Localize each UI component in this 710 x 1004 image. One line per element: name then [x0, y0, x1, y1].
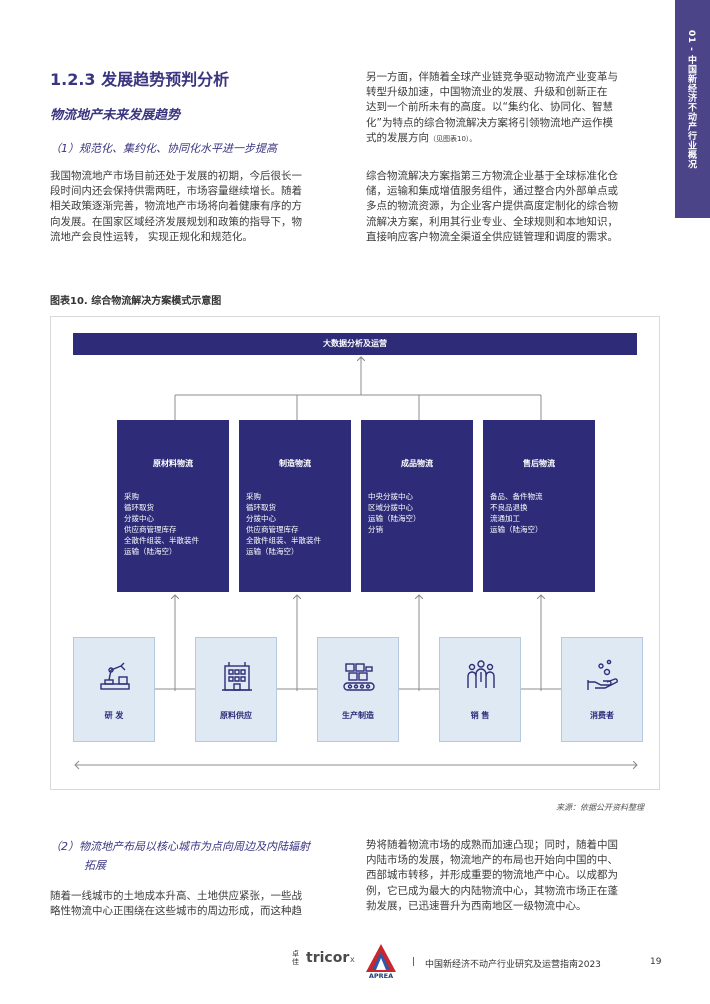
text-line: 西部城市转移，并形成重要的物流地产中心。以成都为: [366, 869, 618, 882]
aprea-logo: APREA: [360, 942, 402, 982]
text-line: 储，运输和集成增值服务组件，通过整合内外部单点或: [366, 185, 618, 198]
item1-right-paragraph-2: 综合物流解决方案指第三方物流企业基于全球标准化仓 储，运输和集成增值服务组件，通…: [366, 169, 661, 245]
list-item: 循环取货: [246, 503, 276, 512]
list-item: 分销: [368, 525, 383, 534]
page-number: 19: [650, 957, 662, 967]
list-item: 备品、备件物流: [490, 492, 543, 501]
box-items: 备品、备件物流 不良品退换 流通加工 运输（陆海空）: [490, 491, 588, 535]
box-title: 售后物流: [523, 459, 555, 468]
publication-title: 中国新经济不动产行业研究及运营指南2023: [425, 960, 601, 970]
text-line: 内陆市场的发展，物流地产的布局也开始向中国的中、: [366, 854, 618, 867]
stage-label: 原料供应: [220, 711, 252, 720]
list-item: 分拨中心: [124, 514, 154, 523]
text-line: 流解决方案，利用其行业专业、全球规则和本地知识，: [366, 215, 618, 228]
robot-arm-icon: [100, 662, 130, 690]
text-line: 向发展。在国家区域经济发展规划和政策的指导下，物: [50, 215, 302, 228]
chapter-side-tab: 01 - 中国新经济不动产行业概况: [675, 0, 710, 218]
list-item: 流通加工: [490, 514, 520, 523]
list-item: 全散件组装、半散装件: [124, 536, 199, 545]
hand-money-icon: [587, 659, 618, 690]
figure-source: 来源：依据公开资料整理: [556, 803, 644, 812]
logistics-box-raw-materials: 原材料物流 采购 循环取货 分拨中心 供应商管理库存 全散件组装、半散装件 运输…: [117, 420, 229, 592]
text-line: 流地产会良性运转， 实现正规化和规范化。: [50, 230, 253, 243]
box-title: 原材料物流: [153, 459, 193, 468]
figure-title: 图表10. 综合物流解决方案模式示意图: [50, 296, 222, 307]
stage-label: 生产制造: [342, 711, 374, 720]
list-item: 供应商管理库存: [246, 525, 299, 534]
list-item: 供应商管理库存: [124, 525, 177, 534]
aprea-wordmark: APREA: [368, 972, 394, 980]
text-line: 达到一个前所未有的高度。以“集约化、协同化、智慧: [366, 101, 613, 114]
logistics-box-finished-goods: 成品物流 中央分拨中心 区域分拨中心 运输（陆海空） 分销: [361, 420, 473, 592]
list-item: 分拨中心: [246, 514, 276, 523]
logistics-box-after-sales: 售后物流 备品、备件物流 不良品退换 流通加工 运输（陆海空）: [483, 420, 595, 592]
list-item: 运输（陆海空）: [490, 525, 543, 534]
stage-label: 消费者: [590, 711, 614, 720]
stage-label: 销 售: [470, 711, 490, 720]
logistics-solution-diagram: 大数据分析及运营 原材料物流 采购 循环取货 分拨中心 供应商管理库存 全散件组…: [50, 316, 660, 790]
text-line: 式的发展方向: [366, 131, 429, 144]
item1-right-paragraph-1: 另一方面，伴随着全球产业链竞争驱动物流产业变革与 转型升级加速，中国物流业的发展…: [366, 70, 661, 147]
text-line: 综合物流解决方案指第三方物流企业基于全球标准化仓: [366, 170, 618, 182]
big-data-bar: 大数据分析及运营: [73, 333, 637, 355]
stage-rnd: 研 发: [73, 637, 155, 742]
item1-left-paragraph: 我国物流地产市场目前还处于发展的初期，今后很长一 段时间内还会保持供需两旺，市场…: [50, 169, 347, 245]
tricor-logo: tricor: [306, 950, 350, 966]
item1-title: （1）规范化、集约化、协同化水平进一步提高: [50, 142, 277, 155]
footer-separator: |: [412, 957, 416, 967]
logo-separator-x: x: [350, 955, 355, 964]
diagram-connectors: [74, 317, 659, 770]
box-items: 采购 循环取货 分拨中心 供应商管理库存 全散件组装、半散装件 运输（陆海空）: [124, 491, 222, 557]
text-line: 勃发展，已迅速晋升为西南地区一级物流中心。: [366, 899, 587, 912]
text-line: 我国物流地产市场目前还处于发展的初期，今后很长一: [50, 170, 302, 182]
list-item: 采购: [124, 492, 139, 501]
box-title: 成品物流: [401, 459, 433, 468]
list-item: 运输（陆海空）: [246, 547, 299, 556]
list-item: 不良品退换: [490, 503, 528, 512]
list-item: 采购: [246, 492, 261, 501]
box-items: 中央分拨中心 区域分拨中心 运输（陆海空） 分销: [368, 491, 466, 535]
section-title: 1.2.3 发展趋势预判分析: [50, 70, 230, 89]
item2-title-line: （2）物流地产布局以核心城市为点向周边及内陆辐射: [50, 840, 310, 853]
text-line: 另一方面，伴随着全球产业链竞争驱动物流产业变革与: [366, 71, 618, 83]
stage-raw-supply: 原料供应: [195, 637, 277, 742]
people-sales-icon: [467, 660, 495, 688]
text-line: 略性物流中心正围绕在这些城市的周边形成，而这种趋: [50, 905, 302, 918]
logistics-box-manufacturing: 制造物流 采购 循环取货 分拨中心 供应商管理库存 全散件组装、半散装件 运输（…: [239, 420, 351, 592]
text-line: 化”为特点的综合物流解决方案将引领物流地产运作模: [366, 116, 613, 129]
section-subtitle: 物流地产未来发展趋势: [50, 108, 181, 123]
tricor-cn-logo: 卓佳: [292, 950, 299, 966]
factory-building-icon: [222, 662, 252, 691]
stage-consumer: 消费者: [561, 637, 643, 742]
text-line: 多点的物流资源，为企业客户提供高度定制化的综合物: [366, 200, 618, 213]
text-line: 转型升级加速，中国物流业的发展、升级和创新正在: [366, 86, 608, 99]
list-item: 中央分拨中心: [368, 492, 413, 501]
list-item: 全散件组装、半散装件: [246, 536, 321, 545]
figure-reference: （见图表10）。: [429, 134, 477, 143]
list-item: 区域分拨中心: [368, 503, 413, 512]
aprea-triangle-icon: [366, 944, 396, 972]
item2-right-paragraph: 势将随着物流市场的成熟而加速凸现；同时，随着中国 内陆市场的发展，物流地产的布局…: [366, 838, 661, 914]
list-item: 运输（陆海空）: [368, 514, 421, 523]
text-line: 势将随着物流市场的成熟而加速凸现；同时，随着中国: [366, 839, 618, 851]
stage-sales: 销 售: [439, 637, 521, 742]
text-line: 随着一线城市的土地成本升高、土地供应紧张，一些战: [50, 890, 302, 902]
box-title: 制造物流: [279, 459, 311, 468]
stage-label: 研 发: [104, 711, 124, 720]
text-line: 直接响应客户物流全渠道全供应链管理和调度的需求。: [366, 230, 618, 243]
item2-title-line: 拓展: [84, 859, 106, 872]
item2-title: （2）物流地产布局以核心城市为点向周边及内陆辐射 拓展: [50, 838, 310, 873]
list-item: 运输（陆海空）: [124, 547, 177, 556]
conveyor-boxes-icon: [343, 663, 375, 691]
text-line: 例，它已成为最大的内陆物流中心，其物流市场正在蓬: [366, 884, 618, 897]
box-items: 采购 循环取货 分拨中心 供应商管理库存 全散件组装、半散装件 运输（陆海空）: [246, 491, 344, 557]
list-item: 循环取货: [124, 503, 154, 512]
text-line: 段时间内还会保持供需两旺，市场容量继续增长。随着: [50, 185, 302, 198]
stage-production: 生产制造: [317, 637, 399, 742]
text-line: 相关政策逐渐完善，物流地产市场将向着健康有序的方: [50, 200, 302, 213]
item2-left-paragraph: 随着一线城市的土地成本升高、土地供应紧张，一些战 略性物流中心正围绕在这些城市的…: [50, 889, 347, 919]
